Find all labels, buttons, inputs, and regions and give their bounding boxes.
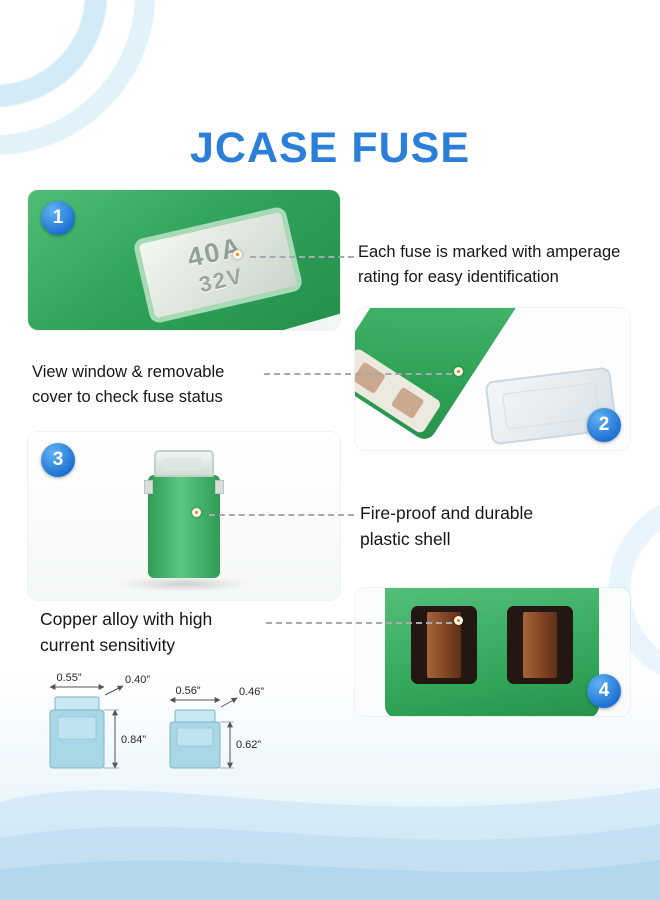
- cap-tab: [215, 480, 224, 494]
- callout-text-4: Copper alloy with high current sensitivi…: [40, 606, 212, 659]
- dim-depth-short: 0.46”: [239, 686, 264, 698]
- callout-text-2: View window & removable cover to check f…: [32, 360, 224, 410]
- cover-detail: [502, 382, 600, 430]
- dim-depth-tall: 0.40”: [125, 674, 150, 686]
- standing-fuse: [144, 450, 224, 580]
- dim-width-tall: 0.55”: [56, 672, 81, 684]
- bottom-waves-decoration: [0, 788, 660, 900]
- photo-amperage-marking: 40A 32V 1: [28, 190, 340, 330]
- dimension-diagram: 0.55” 0.40” 0.84” 0.56” 0.46” 0.62”: [49, 672, 264, 769]
- dimension-fuse-short: 0.56” 0.46” 0.62”: [169, 685, 264, 769]
- copper-terminal: [523, 612, 557, 678]
- fuse-shadow: [119, 576, 249, 592]
- terminal-slot: [355, 361, 386, 395]
- fuse-body: [148, 475, 220, 578]
- callout-marker-1: [233, 250, 242, 259]
- dimension-fuse-tall: 0.55” 0.40” 0.84”: [49, 672, 150, 769]
- fuse-clear-cap: [154, 450, 214, 477]
- photo-copper-terminals: 4: [355, 588, 630, 716]
- callout-marker-3: [192, 508, 201, 517]
- callout-line: cover to check fuse status: [32, 387, 223, 406]
- callout-line: current sensitivity: [40, 635, 176, 656]
- fuse-body: [385, 588, 599, 716]
- callout-line: plastic shell: [360, 529, 451, 550]
- terminal-slot: [390, 386, 425, 420]
- callout-line: View window & removable: [32, 363, 225, 381]
- photo-plastic-shell: 3: [28, 432, 340, 600]
- step-badge-4: 4: [587, 674, 621, 708]
- callout-text-1: Each fuse is marked with amperage rating…: [358, 240, 620, 290]
- callout-text-3: Fire-proof and durable plastic shell: [360, 500, 533, 553]
- terminal-slot: [411, 606, 477, 684]
- callout-line: Copper alloy with high: [40, 609, 213, 629]
- callout-line: Fire-proof and durable: [360, 503, 534, 523]
- callout-connector-3: [209, 514, 354, 516]
- photo-removable-cover: 2: [355, 308, 630, 450]
- callout-connector-4: [266, 622, 452, 624]
- callout-marker-4: [454, 616, 463, 625]
- terminal-slot: [507, 606, 573, 684]
- callout-marker-2: [454, 367, 463, 376]
- fuse-base: [355, 347, 443, 435]
- callout-connector-1: [250, 256, 354, 258]
- step-badge-1: 1: [41, 201, 75, 235]
- step-badge-2: 2: [587, 408, 621, 442]
- dim-width-short: 0.56”: [175, 685, 200, 697]
- page-title: JCASE FUSE: [189, 124, 470, 172]
- dim-height-tall: 0.84”: [121, 734, 146, 746]
- callout-line: Each fuse is marked with amperage: [358, 243, 621, 261]
- dim-height-short: 0.62”: [236, 739, 261, 751]
- cap-tab: [144, 480, 153, 494]
- step-badge-3: 3: [41, 443, 75, 477]
- cap-detail: [164, 458, 202, 470]
- callout-connector-2: [264, 373, 452, 375]
- callout-line: rating for easy identification: [358, 267, 559, 286]
